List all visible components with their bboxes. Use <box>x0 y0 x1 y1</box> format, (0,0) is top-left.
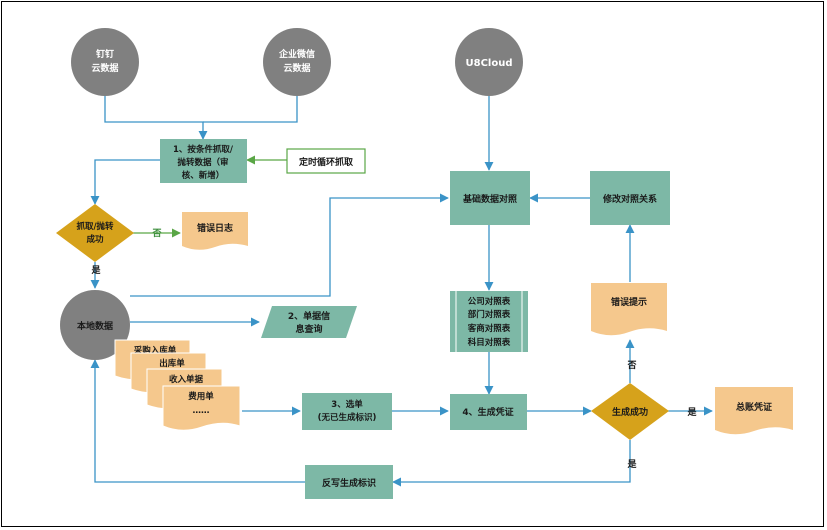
writeback-label: 反写生成标识 <box>322 477 376 489</box>
select-docs-line2: (无已生成标识) <box>318 412 377 423</box>
edge-wechat-to-fetch <box>203 95 298 123</box>
node-doc-query: 2、单据信 息查询 <box>261 306 357 338</box>
decision-fetch-line2: 成功 <box>86 234 104 245</box>
wechat-cloud-line2: 云数据 <box>283 62 310 74</box>
gen-voucher-label: 4、生成凭证 <box>462 406 513 418</box>
label-gen-yes: 是 <box>686 407 697 418</box>
timer-label: 定时循环抓取 <box>298 156 354 168</box>
ding-cloud-line1: 钉钉 <box>96 48 114 60</box>
node-ding-cloud: 钉钉 云数据 <box>71 28 139 96</box>
node-base-mapping: 基础数据对照 <box>450 171 530 225</box>
edge-decision-to-writeback <box>392 440 631 487</box>
fetch-step-line2: 抛转数据（审 <box>177 157 228 168</box>
doc-more-label: …… <box>193 406 210 416</box>
node-local-data: 本地数据 <box>60 290 130 360</box>
mapping-company: 公司对照表 <box>468 296 511 307</box>
edge-fetch-to-decision <box>90 159 160 205</box>
fetch-step-line1: 1、按条件抓取/ <box>173 144 234 155</box>
doc-query-line1: 2、单据信 <box>288 310 330 322</box>
ding-cloud-line2: 云数据 <box>91 62 118 74</box>
u8cloud-label: U8Cloud <box>466 58 513 69</box>
fix-mapping-label: 修改对照关系 <box>602 193 657 205</box>
doc-expense: 费用单 …… <box>162 385 241 431</box>
label-gen-yes-down: 是 <box>626 459 637 470</box>
fetch-step-line3: 核、新增） <box>182 170 225 181</box>
edge-ding-to-fetch <box>104 95 208 140</box>
mapping-client: 客商对照表 <box>467 323 511 334</box>
edge-local-to-base <box>130 193 449 297</box>
doc-query-line2: 息查询 <box>295 323 322 335</box>
node-u8cloud: U8Cloud <box>455 28 523 96</box>
mapping-dept: 部门对照表 <box>468 309 511 320</box>
gl-voucher-label: 总账凭证 <box>736 401 772 413</box>
doc-expense-label: 费用单 <box>188 391 214 402</box>
decision-fetch-line1: 抓取/抛转 <box>76 221 114 232</box>
node-timer: 定时循环抓取 <box>286 148 366 174</box>
edge-writeback-to-local <box>90 359 305 483</box>
mapping-account: 科目对照表 <box>468 337 511 348</box>
doc-out-label: 出库单 <box>159 358 185 369</box>
node-gen-voucher: 4、生成凭证 <box>450 394 527 430</box>
wechat-cloud-line1: 企业微信 <box>278 48 315 60</box>
connectors <box>90 95 713 487</box>
node-writeback: 反写生成标识 <box>305 465 393 499</box>
base-mapping-label: 基础数据对照 <box>462 193 517 205</box>
node-decision-fetch: 抓取/抛转 成功 <box>56 204 134 262</box>
node-error-log: 错误日志 <box>182 212 248 250</box>
decision-gen-label: 生成成功 <box>612 406 648 418</box>
node-fix-mapping: 修改对照关系 <box>590 171 670 225</box>
node-wechat-cloud: 企业微信 云数据 <box>263 28 331 96</box>
select-docs-line1: 3、选单 <box>331 399 363 410</box>
node-decision-gen: 生成成功 <box>591 383 669 440</box>
doc-purchase-in-label: 采购入库单 <box>133 345 177 356</box>
local-data-label: 本地数据 <box>77 320 113 332</box>
error-tip-label: 错误提示 <box>611 296 647 308</box>
label-fetch-no: 否 <box>151 228 161 239</box>
node-doc-stack: 采购入库单 出库单 收入单据 费用单 …… <box>114 339 241 431</box>
node-mapping-tables: 公司对照表 部门对照表 客商对照表 科目对照表 <box>450 291 528 352</box>
node-select-docs: 3、选单 (无已生成标识) <box>302 393 392 430</box>
node-fetch-step: 1、按条件抓取/ 抛转数据（审 核、新增） <box>160 139 247 183</box>
node-error-tip: 错误提示 <box>591 283 667 336</box>
label-fetch-yes: 是 <box>90 265 101 276</box>
error-log-label: 错误日志 <box>197 222 233 234</box>
node-gl-voucher: 总账凭证 <box>715 387 793 435</box>
label-gen-no: 否 <box>626 360 636 371</box>
doc-receipt-label: 收入单据 <box>169 374 204 385</box>
